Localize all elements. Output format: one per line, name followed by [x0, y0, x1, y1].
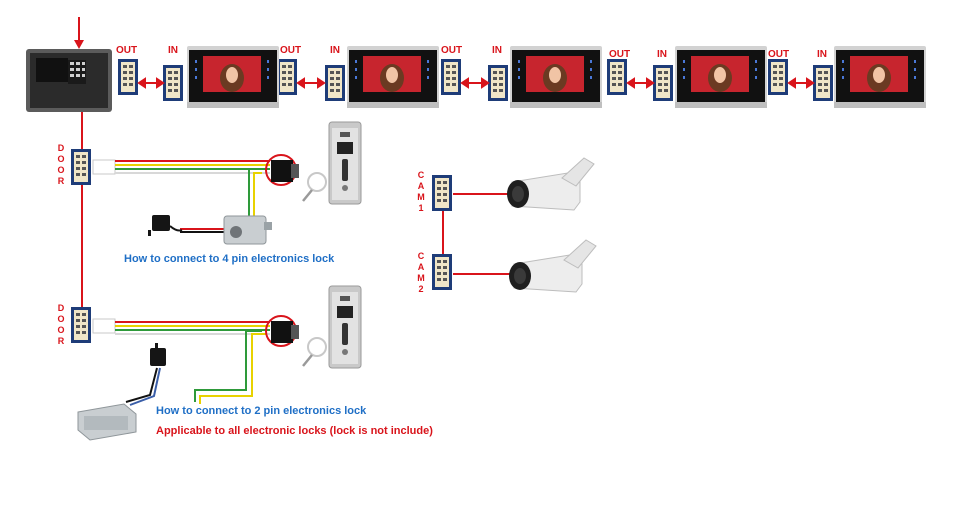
magnifier-icon — [302, 337, 327, 367]
in-label-3: IN — [492, 45, 502, 56]
cam1-connector — [432, 175, 452, 211]
power-adapter-icon — [150, 343, 166, 366]
in-connector-3 — [488, 65, 508, 101]
four-pin-caption: How to connect to 4 pin electronics lock — [124, 253, 335, 265]
outdoor-station-icon — [328, 121, 362, 205]
out-connector-2 — [277, 59, 297, 95]
door2-wires — [115, 321, 270, 335]
bullet-camera-icon — [506, 157, 595, 211]
door2-plug — [92, 318, 116, 334]
cam2-label: CAM2 — [417, 251, 425, 294]
out-label-3: OUT — [441, 45, 463, 56]
input-arrow — [74, 17, 84, 49]
in-label-1: IN — [168, 45, 178, 56]
door2-label: DOOR — [57, 303, 65, 346]
outdoor-station-icon — [328, 285, 362, 369]
out-connector-3 — [441, 59, 461, 95]
door1-wires — [115, 160, 270, 174]
in-connector-5 — [813, 65, 833, 101]
electronic-lock-icon — [223, 215, 272, 245]
door2-connector — [71, 307, 91, 343]
door2-plug-highlight — [265, 315, 299, 347]
in-label-5: IN — [817, 49, 827, 60]
in-connector-4 — [653, 65, 673, 101]
door1-plug-highlight — [265, 154, 299, 186]
out-label-5: OUT — [768, 49, 790, 60]
cam2-connector — [432, 254, 452, 290]
door1-label: DOOR — [57, 143, 65, 186]
out-connector-1 — [118, 59, 138, 95]
electronic-lock-icon — [77, 403, 137, 441]
out-label-2: OUT — [280, 45, 302, 56]
out-label-1: OUT — [116, 45, 138, 56]
in-connector-2 — [325, 65, 345, 101]
applicable-caption: Applicable to all electronic locks (lock… — [156, 425, 433, 437]
in-label-4: IN — [657, 49, 667, 60]
link-arrows — [137, 77, 815, 89]
main-unit — [26, 49, 112, 112]
out-connector-4 — [607, 59, 627, 95]
monitor-icon — [347, 46, 439, 108]
power-adapter-icon — [148, 215, 183, 236]
door1-plug — [92, 159, 116, 175]
cam1-label: CAM1 — [417, 170, 425, 213]
two-pin-caption: How to connect to 2 pin electronics lock — [156, 405, 367, 417]
monitor-icon — [834, 46, 926, 108]
monitor-icon — [510, 46, 602, 108]
magnifier-icon — [302, 172, 327, 202]
in-label-2: IN — [330, 45, 340, 56]
door1-connector — [71, 149, 91, 185]
in-connector-1 — [163, 65, 183, 101]
out-label-4: OUT — [609, 49, 631, 60]
bullet-camera-icon — [508, 239, 597, 293]
door2-lock-wires — [125, 330, 266, 406]
monitor-icon — [187, 46, 279, 108]
monitor-icon — [675, 46, 767, 108]
out-connector-5 — [768, 59, 788, 95]
